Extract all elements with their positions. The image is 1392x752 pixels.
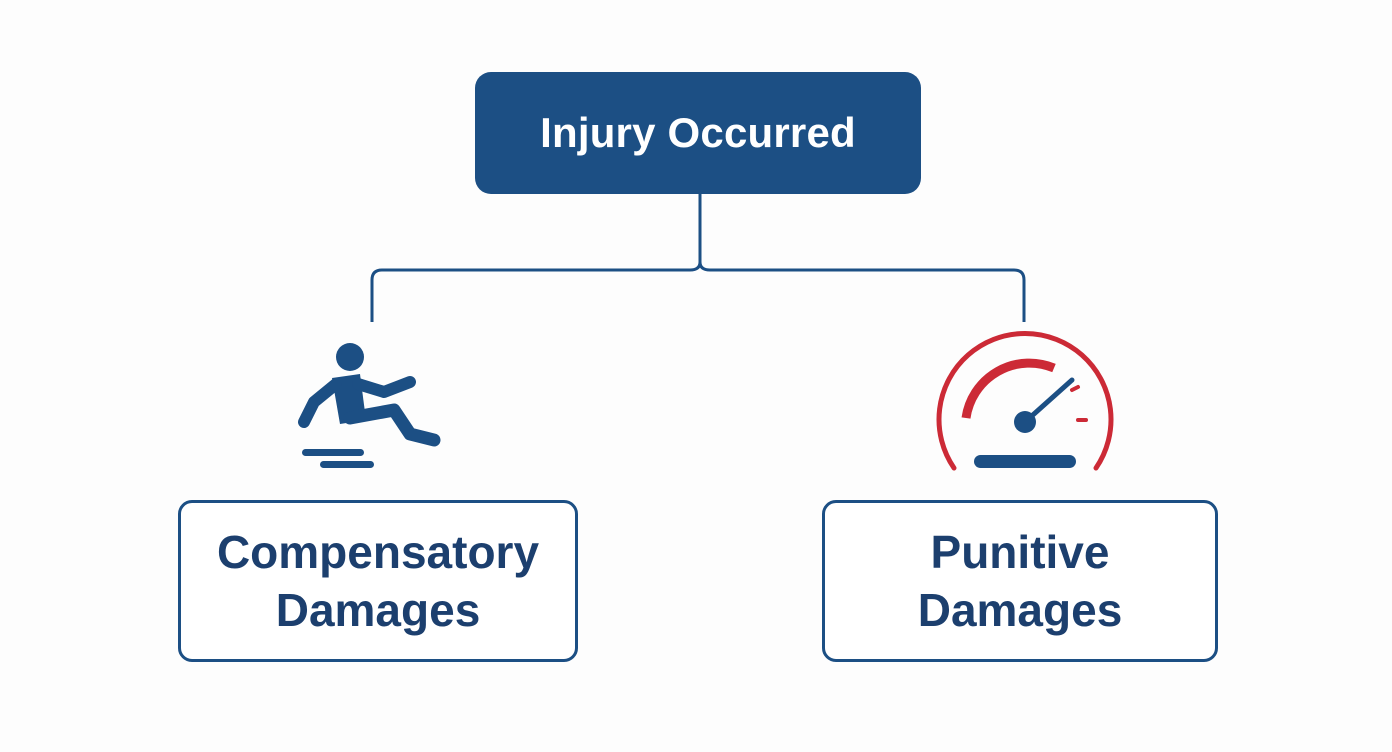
root-node-label: Injury Occurred bbox=[540, 109, 856, 156]
speedometer-gauge-icon bbox=[936, 331, 1114, 471]
connector-right-branch bbox=[698, 261, 1026, 322]
node-label-line-2: Damages bbox=[917, 584, 1123, 636]
node-punitive-damages: Punitive Damages bbox=[822, 500, 1218, 662]
node-label-line-2: Damages bbox=[275, 584, 481, 636]
person-falling-icon bbox=[298, 343, 441, 468]
root-node-injury-occurred: Injury Occurred bbox=[475, 72, 921, 194]
node-label-line-1: Compensatory bbox=[216, 526, 540, 578]
node-compensatory-damages: Compensatory Damages bbox=[178, 500, 578, 662]
node-label-line-1: Punitive bbox=[930, 526, 1110, 578]
connector-left-branch bbox=[370, 261, 702, 322]
